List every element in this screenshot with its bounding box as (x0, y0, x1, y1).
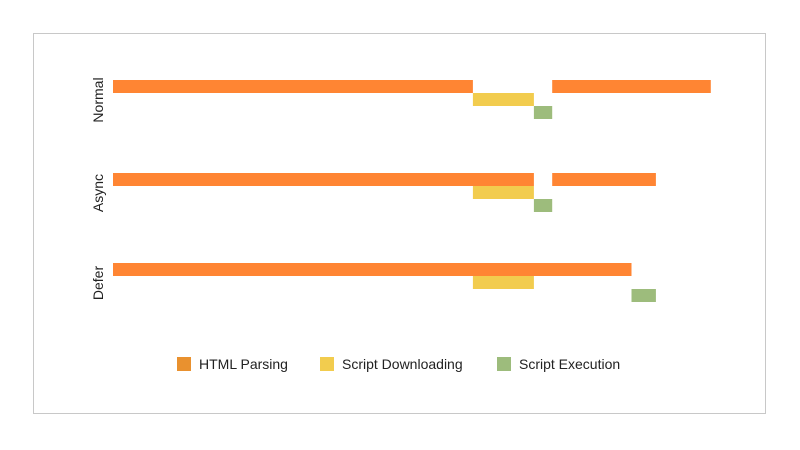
row-label-async: Async (90, 174, 106, 212)
legend-swatch-script-downloading (320, 357, 334, 371)
legend-swatch-html-parsing (177, 357, 191, 371)
legend-label-html-parsing: HTML Parsing (199, 356, 288, 372)
normal-execution-segment-1 (533, 106, 553, 119)
legend-item-script-execution: Script Execution (497, 352, 620, 376)
async-download-segment-1 (472, 186, 534, 199)
legend-item-html-parsing: HTML Parsing (177, 352, 288, 376)
normal-parsing-segment-1 (113, 80, 473, 93)
defer-execution-segment-1 (631, 289, 656, 302)
async-parsing-segment-2 (552, 173, 656, 186)
legend-swatch-script-execution (497, 357, 511, 371)
diagram-frame (33, 33, 766, 414)
legend: HTML Parsing Script Downloading Script E… (0, 352, 800, 376)
normal-parsing-segment-2 (552, 80, 711, 93)
legend-label-script-downloading: Script Downloading (342, 356, 463, 372)
row-label-normal: Normal (90, 77, 106, 122)
async-execution-segment-1 (533, 199, 553, 212)
normal-download-segment-1 (472, 93, 534, 106)
legend-label-script-execution: Script Execution (519, 356, 621, 372)
async-parsing-segment-1 (113, 173, 534, 186)
row-label-defer: Defer (90, 266, 106, 301)
legend-item-script-downloading: Script Downloading (320, 352, 463, 376)
defer-parsing-segment-1 (113, 263, 632, 276)
defer-download-segment-1 (472, 276, 534, 289)
